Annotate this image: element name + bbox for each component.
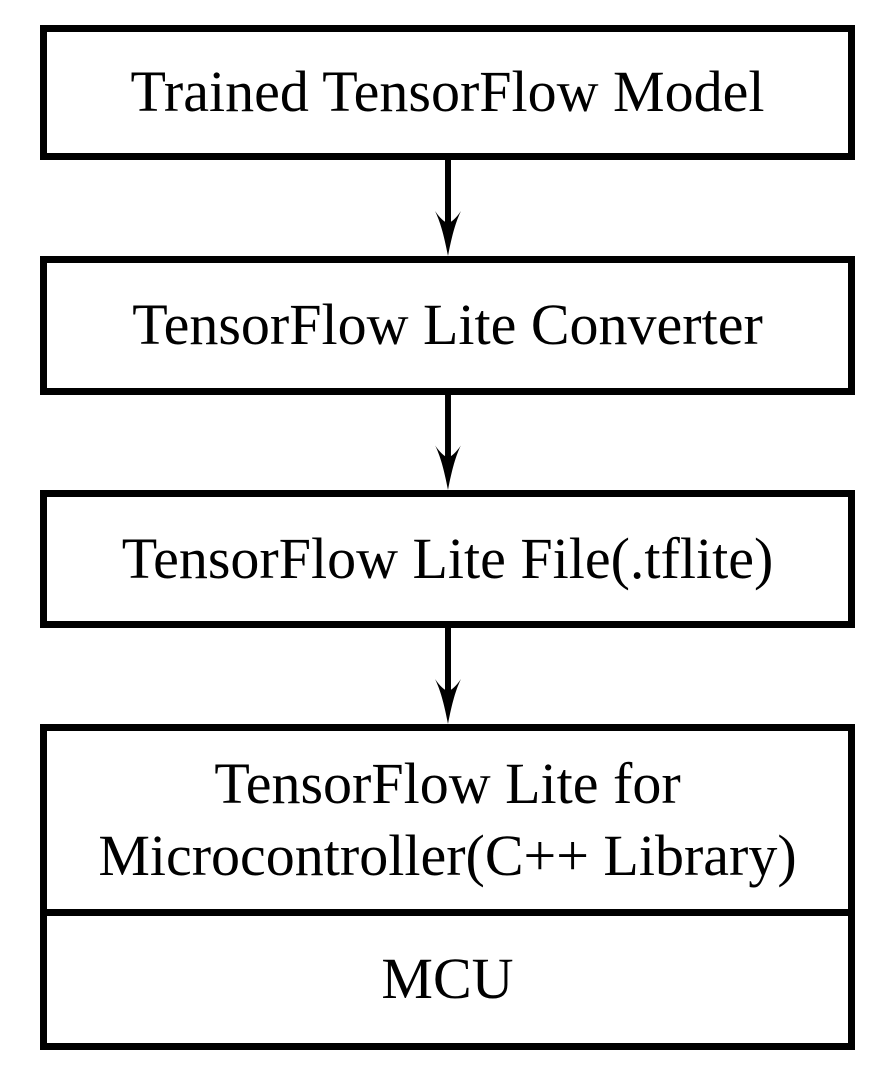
flow-node-mcu: MCU: [40, 909, 855, 1050]
flow-node-trained-tensorflow-model: Trained TensorFlow Model: [40, 25, 855, 160]
node-label: MCU: [381, 946, 514, 1012]
down-arrow-icon: [435, 628, 461, 724]
arrow-model-to-converter: [433, 160, 463, 256]
node-label-line-1: TensorFlow Lite for: [214, 750, 681, 816]
down-arrow-icon: [435, 395, 461, 490]
node-label: TensorFlow Lite File(.tflite): [121, 525, 774, 591]
arrow-file-to-micro-library: [433, 628, 463, 724]
flow-node-tensorflow-lite-file: TensorFlow Lite File(.tflite): [40, 490, 855, 628]
node-label: TensorFlow Lite Converter: [132, 292, 763, 358]
node-label-line-2: Microcontroller(C++ Library): [98, 823, 797, 888]
arrow-converter-to-file: [433, 395, 463, 490]
node-label: Trained TensorFlow Model: [130, 59, 765, 125]
down-arrow-icon: [435, 160, 461, 256]
flow-node-tensorflow-lite-for-microcontroller: TensorFlow Lite for Microcontroller(C++ …: [40, 724, 855, 916]
flow-node-tensorflow-lite-converter: TensorFlow Lite Converter: [40, 256, 855, 395]
